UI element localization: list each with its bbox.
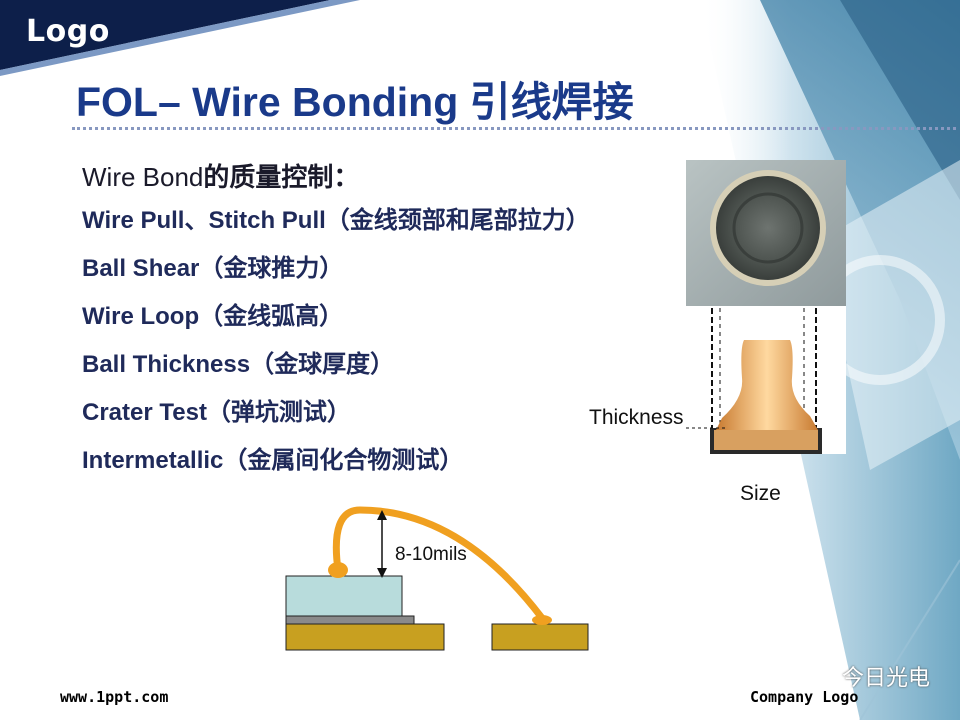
substrate-right [491, 623, 589, 651]
subheading-prefix: Wire Bond [82, 162, 204, 192]
subheading-suffix: 的质量控制： [203, 162, 360, 192]
list-item: Crater Test（弹坑测试） [82, 399, 351, 426]
wire-bond-diagram [285, 506, 589, 651]
substrate-left [285, 623, 445, 651]
title-divider [72, 127, 956, 130]
ball-bond [328, 562, 348, 578]
bond-wire [332, 506, 546, 622]
watermark-text: 今日光电 [842, 665, 931, 690]
stitch-bond [532, 615, 552, 625]
list-item: Wire Pull、Stitch Pull（金线颈部和尾部拉力） [82, 207, 590, 234]
quality-control-list: Wire Pull、Stitch Pull（金线颈部和尾部拉力） Ball Sh… [82, 205, 590, 493]
list-item: Ball Thickness（金球厚度） [82, 351, 395, 378]
die-attach [285, 615, 415, 625]
ball-bond-photo [686, 160, 846, 454]
list-item: Ball Shear（金球推力） [82, 255, 344, 282]
list-item: Wire Loop（金线弧高） [82, 303, 344, 330]
thickness-label: Thickness [589, 406, 684, 429]
size-label: Size [740, 482, 781, 505]
list-item: Intermetallic（金属间化合物测试） [82, 447, 464, 474]
loop-height-label: 8-10mils [395, 544, 467, 565]
footer-company-logo: Company Logo [750, 688, 859, 706]
footer-url[interactable]: www.1ppt.com [60, 688, 169, 706]
logo-text: Logo [26, 14, 110, 49]
slide-title: FOL– Wire Bonding 引线焊接 [76, 79, 634, 125]
wechat-icon [809, 665, 835, 686]
watermark: 今日光电 [808, 660, 930, 692]
chip [285, 575, 403, 617]
subheading: Wire Bond的质量控制： [82, 157, 359, 194]
